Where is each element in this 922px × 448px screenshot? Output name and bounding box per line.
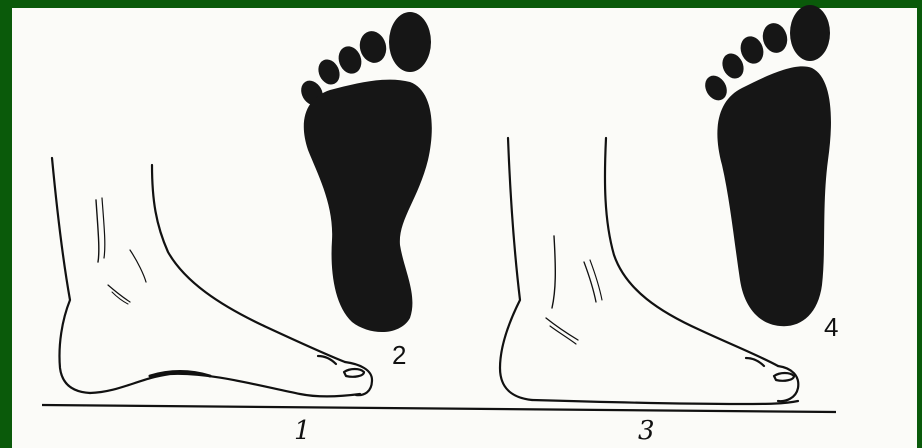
footprint-normal [297, 12, 432, 332]
ground-line [42, 405, 836, 412]
foot-side-normal [52, 158, 372, 396]
label-footprint-flat: 4 [824, 314, 838, 340]
label-foot-side-normal: 1 [294, 418, 311, 444]
label-footprint-normal: 2 [392, 342, 406, 368]
footprint-flat [701, 5, 831, 326]
label-foot-side-flat: 3 [638, 418, 655, 444]
